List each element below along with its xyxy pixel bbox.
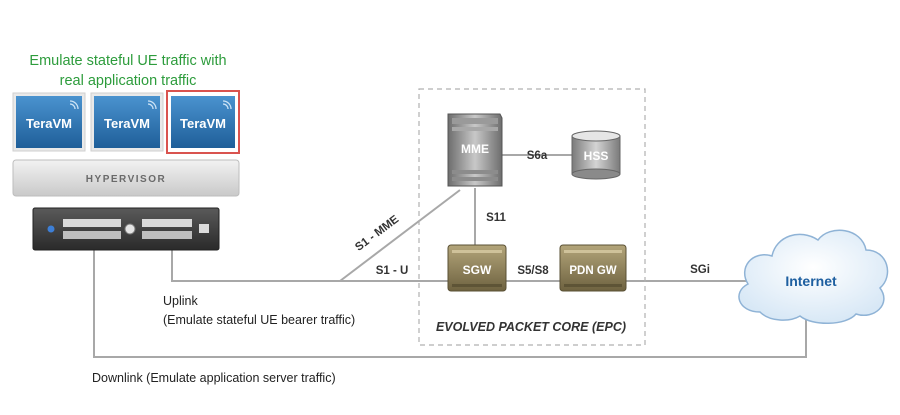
sgi-label: SGi <box>690 264 710 276</box>
hss-label: HSS <box>584 149 609 163</box>
header-line-2: real application traffic <box>60 73 197 89</box>
hss-node[interactable]: HSS <box>571 130 621 180</box>
downlink-label: Downlink (Emulate application server tra… <box>92 371 336 385</box>
drive-bay-1 <box>63 219 121 227</box>
hypervisor-bar: HYPERVISOR <box>12 159 240 197</box>
epc-boundary <box>418 88 646 346</box>
uplink-label: Uplink <box>163 294 198 308</box>
power-led <box>47 225 55 233</box>
signal-icon <box>69 100 79 110</box>
vm-label-2: TeraVM <box>104 116 150 131</box>
server-button <box>124 223 136 235</box>
s1-mme-label: S1 - MME <box>353 213 401 254</box>
s1-u-label: S1 - U <box>376 265 409 277</box>
vm-tile-3-selected[interactable]: TeraVM <box>166 90 240 154</box>
hypervisor-label: HYPERVISOR <box>86 174 166 185</box>
downlink-line <box>93 250 807 358</box>
drive-bay-3 <box>142 219 192 227</box>
sgw-node[interactable]: SGW <box>447 244 507 292</box>
vm-tile-2[interactable]: TeraVM <box>90 92 164 152</box>
internet-label: Internet <box>785 273 837 289</box>
pdn-gw-node[interactable]: PDN GW <box>559 244 627 292</box>
s11-label: S11 <box>486 212 506 224</box>
internet-cloud[interactable]: Internet <box>738 229 889 324</box>
drive-bay-4 <box>142 231 192 239</box>
vm-label-1: TeraVM <box>26 116 72 131</box>
pdn-gw-label: PDN GW <box>569 265 616 277</box>
signal-icon <box>222 100 232 110</box>
mme-label: MME <box>461 142 489 156</box>
s5s8-label: S5/S8 <box>517 265 549 277</box>
s6a-label: S6a <box>527 150 548 162</box>
header-line-1: Emulate stateful UE traffic with <box>29 53 226 69</box>
uplink-description: (Emulate stateful UE bearer traffic) <box>163 313 355 327</box>
drive-bay-2 <box>63 231 121 239</box>
uplink-line <box>171 250 448 282</box>
epc-title: EVOLVED PACKET CORE (EPC) <box>436 320 626 334</box>
vm-label-3: TeraVM <box>180 116 226 131</box>
s1-mme-line <box>339 189 461 282</box>
signal-icon <box>147 100 157 110</box>
mme-node[interactable]: MME <box>447 113 503 187</box>
connection-lines <box>93 154 807 358</box>
sgw-label: SGW <box>463 263 492 277</box>
usb-port <box>199 224 209 233</box>
vm-tile-1[interactable]: TeraVM <box>12 92 86 152</box>
physical-server <box>32 207 220 251</box>
